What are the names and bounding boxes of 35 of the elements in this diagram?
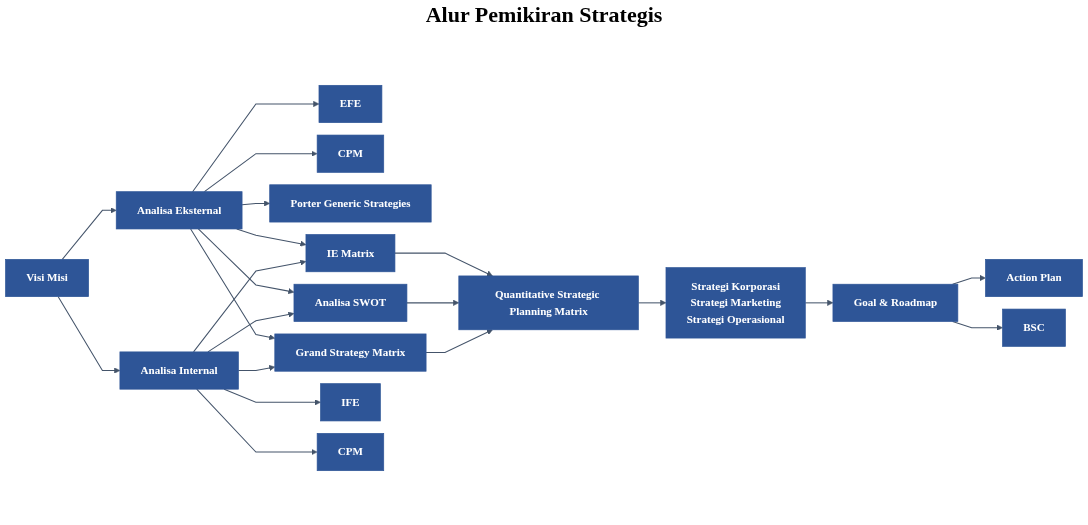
arrow xyxy=(952,274,986,285)
node-box: CPM xyxy=(316,433,385,471)
arrow xyxy=(190,228,276,341)
node-box: Porter Generic Strategies xyxy=(269,184,432,223)
arrow xyxy=(207,311,295,353)
arrow xyxy=(241,200,270,207)
arrow xyxy=(192,100,320,193)
node-box: IE Matrix xyxy=(305,234,396,273)
node-box: Goal & Roadmap xyxy=(832,283,959,322)
arrow xyxy=(637,299,667,306)
arrow xyxy=(197,228,295,295)
node-box: Quantitative Strategic Planning Matrix xyxy=(458,275,639,331)
node-box: Action Plan xyxy=(985,259,1083,297)
arrow xyxy=(952,321,1003,331)
node-box: Visi Misi xyxy=(5,259,89,297)
arrow xyxy=(237,365,276,372)
arrow xyxy=(57,296,121,374)
arrow xyxy=(203,150,318,193)
node-box: Grand Strategy Matrix xyxy=(274,333,427,372)
diagram-title: Alur Pemikiran Strategis xyxy=(424,2,664,28)
node-box: EFE xyxy=(318,85,383,123)
arrow xyxy=(61,207,117,260)
arrow xyxy=(804,299,834,306)
node-box: IFE xyxy=(320,383,381,422)
node-box: Analisa Internal xyxy=(119,351,239,390)
arrow xyxy=(425,329,493,354)
node-box: CPM xyxy=(316,134,385,173)
node-box: Analisa Eksternal xyxy=(115,191,243,230)
arrow xyxy=(196,388,318,456)
arrow xyxy=(406,299,460,306)
arrow xyxy=(193,259,307,353)
node-box: BSC xyxy=(1002,308,1066,347)
arrow xyxy=(394,252,493,277)
node-box: Analisa SWOT xyxy=(293,283,408,322)
node-box: Strategi Korporasi Strategi Marketing Strategi Operasional xyxy=(665,267,806,339)
